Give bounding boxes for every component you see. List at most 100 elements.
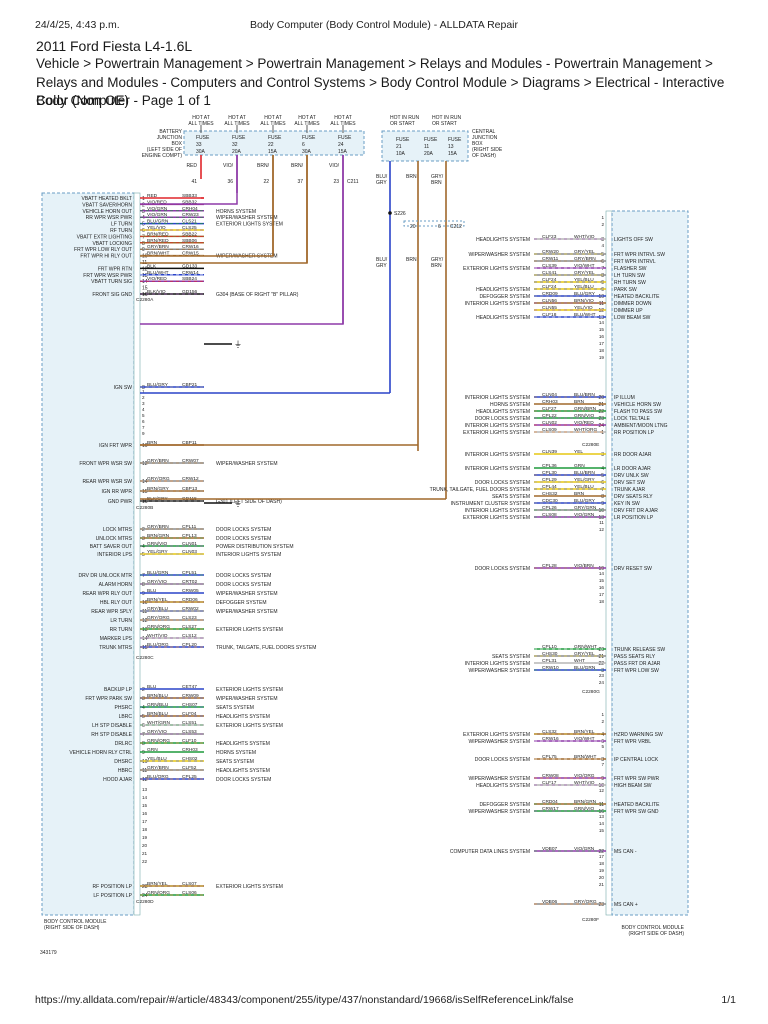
right-pin-source: EXTERIOR LIGHTS SYSTEM xyxy=(463,266,530,272)
right-pin-number: 1 xyxy=(601,430,604,436)
left-pin-destination: EXTERIOR LIGHTS SYSTEM xyxy=(216,884,283,890)
right-pin-wire-color: BLU/BRN xyxy=(574,392,595,398)
left-filler-pin: 21 xyxy=(142,851,148,856)
right-pin-name: HEATED BACKLITE xyxy=(614,294,660,300)
left-pin-circuit: CRW02 xyxy=(182,606,199,612)
left-pin-circuit: CBP21 xyxy=(182,382,198,388)
right-pin-wire-color: BRN xyxy=(574,491,585,497)
right-pin-circuit: CRD09 xyxy=(542,291,558,297)
right-pin-number: 9 xyxy=(601,280,604,286)
right-pin-source: WIPER/WASHER SYSTEM xyxy=(469,252,531,258)
left-pin-destination: DOOR LOCKS SYSTEM xyxy=(216,536,271,542)
left-pin-destination: DOOR LOCKS SYSTEM xyxy=(216,777,271,783)
right-pin-circuit: CLF18 xyxy=(542,312,557,318)
hot-at-all-times-label: HOT AT xyxy=(192,115,210,121)
connector-c2280e-label: C2280E xyxy=(582,442,599,448)
connector-c211-label: C211 xyxy=(347,179,359,185)
left-pin-destination: INTERIOR LIGHTS SYSTEM xyxy=(216,552,281,558)
right-pin-circuit: CPL28 xyxy=(542,563,557,569)
left-pin-name: VBATT EXTR LIGHTING xyxy=(77,234,132,240)
left-pin-circuit: CLS21 xyxy=(182,219,197,225)
splice-s226-label: S226 xyxy=(394,211,406,217)
right-pin-source: COMPUTER DATA LINES SYSTEM xyxy=(450,849,530,855)
left-pin-circuit: CLS27 xyxy=(182,624,197,630)
fuse-amperage: 15A xyxy=(338,149,348,155)
supply-wire-color-label: VIO/ xyxy=(329,163,340,169)
left-pin-destination: TRUNK, TAILGATE, FUEL DOORS SYSTEM xyxy=(216,645,316,651)
right-filler-pin: 17 xyxy=(599,854,605,859)
left-pin-name: FRONT WPR WSR SW xyxy=(79,461,132,467)
right-pin-number: 20 xyxy=(598,395,604,401)
hot-in-run-label: OR START xyxy=(390,121,415,127)
right-pin-name: LIGHTS OFF SW xyxy=(614,237,653,243)
right-pin-wire-color: BLU/WHT xyxy=(574,312,596,318)
left-pin-circuit: CRW09 xyxy=(182,693,199,699)
left-pin-wire-color: YEL/BLU xyxy=(147,756,167,762)
right-pin-name: DRV RESET SW xyxy=(614,566,652,572)
right-connector-strip xyxy=(605,210,613,916)
left-pin-number: 4 xyxy=(142,544,145,550)
right-pin-source: WIPER/WASHER SYSTEM xyxy=(469,809,531,815)
hot-at-all-times-label: ALL TIMES xyxy=(260,121,286,127)
left-pin-wire-color: WHT/VIO xyxy=(147,633,168,639)
fuse-number: 13 xyxy=(448,144,454,150)
right-pin-number: 20 xyxy=(598,647,604,653)
left-pin-wire-color: GRY/ORG xyxy=(147,476,170,482)
fuse-label: FUSE xyxy=(232,135,246,141)
right-pin-source: SEATS SYSTEM xyxy=(492,494,530,500)
fuse-label: FUSE xyxy=(338,135,352,141)
left-pin-wire-color: GRN/BLU xyxy=(147,702,169,708)
connector-c2280d-label: C2280D xyxy=(136,899,154,905)
left-pin-circuit: CLS51 xyxy=(182,720,197,726)
link-wire xyxy=(140,155,238,205)
fuse-number: 21 xyxy=(396,144,402,150)
right-pin-source: DOOR LOCKS SYSTEM xyxy=(475,566,530,572)
left-pin-number: 2 xyxy=(142,687,145,693)
right-body-control-module xyxy=(611,210,689,916)
battery-box-label: JUNCTION xyxy=(157,135,183,141)
left-pin-circuit: CLN01 xyxy=(182,541,197,547)
hot-at-all-times-label: HOT AT xyxy=(298,115,316,121)
fuse-amperage: 20A xyxy=(424,151,434,157)
left-pin-destination: DOOR LOCKS SYSTEM xyxy=(216,527,271,533)
left-pin-wire-color: BLU/GRN xyxy=(147,570,169,576)
supply-pin-number: 23 xyxy=(333,179,339,185)
left-pin-wire-color: BRN/RED xyxy=(147,238,169,244)
right-pin-circuit: CRW20 xyxy=(542,249,559,255)
breadcrumb[interactable]: Vehicle > Powertrain Management > Powert… xyxy=(36,56,725,108)
right-pin-name: DIMMER DOWN xyxy=(614,301,652,307)
left-pin-circuit: CLS25 xyxy=(182,225,197,231)
right-pin-circuit: CLN56 xyxy=(542,298,557,304)
left-pin-destination: DEFOGGER SYSTEM xyxy=(216,600,267,606)
left-pin-number: 8 xyxy=(142,741,145,747)
c212-pin-20: 20 xyxy=(410,224,416,230)
footer-url[interactable]: https://my.alldata.com/repair/#/article/… xyxy=(35,994,574,1006)
left-pin-destination: G301 (LEFT SIDE OF DASH) xyxy=(216,499,282,505)
left-pin-name: VBATT TURN SIG xyxy=(91,279,132,285)
left-pin-number: 2 xyxy=(142,202,145,208)
right-filler-pin: 19 xyxy=(599,355,605,360)
left-filler-pin: 22 xyxy=(142,859,148,864)
right-pin-number: 3 xyxy=(601,237,604,243)
left-pin-number: 5 xyxy=(142,222,145,228)
right-pin-circuit: CLS41 xyxy=(542,270,557,276)
central-box-label: CENTRAL xyxy=(472,129,496,135)
wire-label-gry-brn: BRN xyxy=(431,180,442,186)
right-pin-number: 9 xyxy=(601,501,604,507)
left-pin-wire-color: BLU/ORG xyxy=(147,642,169,648)
left-pin-number: 3 xyxy=(142,536,145,542)
supply-wire-color-label: BRN/ xyxy=(291,163,304,169)
right-pin-source: DOOR LOCKS SYSTEM xyxy=(475,480,530,486)
battery-box-label: (LEFT SIDE OF xyxy=(147,147,182,153)
left-pin-name: IGN FRT WPR xyxy=(99,443,132,449)
left-pin-number: 7 xyxy=(142,573,145,579)
central-junction-box xyxy=(381,130,469,162)
right-pin-source: EXTERIOR LIGHTS SYSTEM xyxy=(463,515,530,521)
left-pin-destination: WIPER/WASHER SYSTEM xyxy=(216,696,278,702)
wire-label-gry-brn: GRY/ xyxy=(431,174,444,180)
right-pin-wire-color: GRY/ORG xyxy=(574,899,597,905)
right-pin-name: TRUNK RELEASE SW xyxy=(614,647,665,653)
left-pin-wire-color: GRY/BRN xyxy=(147,458,169,464)
right-pin-name: LR DOOR AJAR xyxy=(614,466,651,472)
right-pin-source: INTERIOR LIGHTS SYSTEM xyxy=(465,661,530,667)
